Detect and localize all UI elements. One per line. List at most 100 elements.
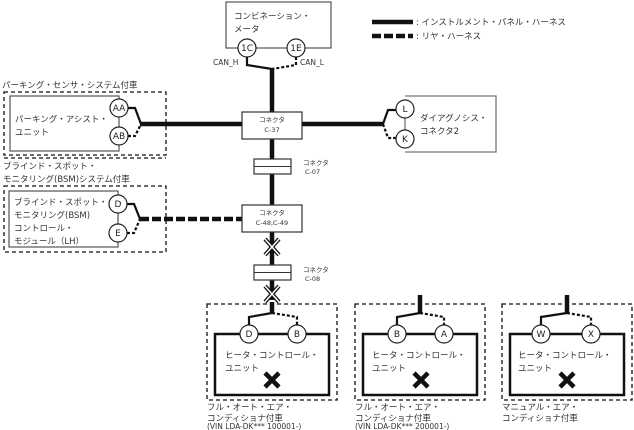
heater-1-caption-2: コンディショナ付車 (207, 413, 283, 424)
heater-3-caption-2: コンディショナ付車 (502, 413, 578, 424)
bsm-caption-1: ブラインド・スポット・ (3, 161, 97, 172)
can-h-label: CAN_H (213, 58, 238, 67)
heater-2-h-wire (395, 311, 421, 325)
pin-k-label: K (402, 135, 409, 145)
heater-1-pin-b (287, 324, 307, 344)
twisted-pair-mark-1 (263, 237, 281, 257)
connector-c48-box (241, 204, 303, 233)
heater-1-pin-a (239, 324, 259, 344)
bsm-caption-2: モニタリング(BSM)システム付車 (3, 174, 130, 185)
pin-l (395, 99, 415, 119)
heater-2-label-1: ヒータ・コントロール・ (372, 351, 466, 361)
diag-connector-box (405, 95, 497, 153)
diag-h-wire (381, 108, 396, 125)
bsm-l-wire (127, 218, 142, 235)
connector-c48-label-1: コネクタ (259, 208, 285, 217)
parking-sensor-option: パーキング・センサ・システム付車 パーキング・アシスト・ ユニット AA AB (2, 80, 242, 156)
heater-unit-1-box (213, 332, 331, 397)
heater-2-l-wire (419, 311, 446, 325)
bsm-unit-box (8, 190, 119, 248)
twisted-pair-mark-2 (263, 284, 281, 304)
pin-l-label: L (402, 105, 407, 115)
heater-2-caption-2: コンディショナ付車 (355, 413, 431, 424)
combination-meter: コンビネーション・ メータ 1C 1E CAN_H CAN_L (213, 1, 332, 71)
heater-unit-3: W X ヒータ・コントロール・ ユニット マニュアル・エア・ コンディショナ付車 (501, 295, 633, 424)
diag-label-1: ダイアグノシス・ (420, 113, 487, 124)
diagnosis-connector: L K ダイアグノシス・ コネクタ2 (302, 95, 497, 153)
pin-k (395, 129, 415, 149)
connector-c37-label-2: C-37 (264, 126, 279, 134)
connector-c48-c49: コネクタ C-48,C-49 (241, 204, 303, 233)
pin-e-bsm-label: E (115, 229, 121, 239)
connector-c07-label-2: C-07 (305, 168, 320, 176)
connector-c07-label-1: コネクタ (303, 158, 329, 167)
heater-2-pin-b-label: A (441, 330, 448, 340)
heater-2-pin-a (387, 324, 407, 344)
heater-2-label-2: ユニット (372, 364, 406, 374)
fault-x-icon (263, 371, 281, 389)
pin-aa-label: AA (113, 104, 126, 114)
connector-c08-label-2: C-08 (305, 275, 320, 283)
can-l-label: CAN_L (300, 58, 325, 67)
legend: : インストルメント・パネル・ハーネス : リヤ・ハーネス (372, 18, 566, 42)
heater-unit-2: B A ヒータ・コントロール・ ユニット フル・オート・エア・ コンディショナ付… (354, 295, 486, 430)
heater-2-caption-1: フル・オート・エア・ (355, 403, 440, 413)
diag-label-2: コネクタ2 (420, 127, 459, 137)
parking-assist-unit-box (9, 95, 120, 152)
heater-3-pin-a (531, 324, 551, 344)
connector-c37: コネクタ C-37 (241, 111, 303, 140)
combination-meter-label-1: コンビネーション・ (234, 12, 310, 22)
pin-d-bsm-label: D (115, 200, 122, 210)
connector-c08-label-1: コネクタ (303, 265, 329, 274)
pin-1e-label: 1E (290, 44, 302, 54)
bsm-unit-label-1: ブラインド・スポット・ (14, 197, 108, 208)
fault-x-icon (558, 371, 576, 389)
pin-ab-label: AB (113, 132, 125, 142)
heater-3-l-wire (566, 311, 593, 325)
parking-l-wire (128, 123, 142, 138)
bsm-option: ブラインド・スポット・ モニタリング(BSM)システム付車 ブラインド・スポット… (3, 157, 242, 253)
parking-h-wire (128, 106, 143, 125)
parking-unit-label-2: ユニット (15, 128, 49, 138)
heater-3-pin-b (581, 324, 601, 344)
heater-3-pin-b-label: X (588, 330, 594, 340)
heater-2-caption-3: (VIN LDA-DK*** 200001-) (355, 422, 449, 430)
can-l-wire (271, 57, 298, 71)
connector-c08: コネクタ C-08 (253, 264, 329, 283)
heater-3-label-2: ユニット (518, 364, 552, 374)
connector-c07: コネクタ C-07 (253, 158, 329, 176)
bsm-unit-label-3: コントロール・ (14, 224, 74, 234)
bsm-h-wire (127, 202, 142, 220)
connector-c37-label-1: コネクタ (259, 115, 285, 124)
heater-1-caption-1: フル・オート・エア・ (207, 403, 292, 413)
heater-1-pin-b-label: B (294, 330, 300, 340)
can-h-wire (245, 57, 273, 71)
bsm-unit-label-4: モジュール（LH） (14, 236, 84, 247)
heater-unit-2-box (361, 332, 479, 397)
legend-instrument-harness-label: : インストルメント・パネル・ハーネス (416, 18, 566, 28)
heater-3-h-wire (539, 311, 568, 325)
bsm-unit-label-2: モニタリング(BSM) (14, 210, 90, 221)
parking-option-frame (3, 91, 167, 156)
heater-3-label-1: ヒータ・コントロール・ (518, 351, 612, 361)
heater-1-pin-a-label: D (246, 330, 253, 340)
heater-1-caption-3: (VIN LDA-DK*** 100001-) (207, 422, 301, 430)
bsm-option-frame (3, 185, 167, 253)
parking-caption: パーキング・センサ・システム付車 (2, 80, 138, 91)
connector-c48-label-2: C-48,C-49 (256, 219, 288, 227)
heater-1-label-2: ユニット (225, 364, 259, 374)
fault-x-icon (412, 371, 430, 389)
combination-meter-label-2: メータ (234, 25, 260, 35)
heater-3-caption-1: マニュアル・エア・ (502, 403, 578, 413)
heater-1-h-wire (247, 311, 273, 325)
legend-rear-harness-label: : リヤ・ハーネス (416, 32, 481, 42)
heater-1-l-wire (271, 311, 299, 325)
heater-unit-3-box (508, 332, 626, 397)
heater-3-pin-a-label: W (537, 330, 546, 340)
heater-1-label-1: ヒータ・コントロール・ (225, 351, 319, 361)
heater-2-pin-a-label: B (394, 330, 400, 340)
pin-1c-label: 1C (241, 44, 253, 54)
heater-unit-1: D B ヒータ・コントロール・ ユニット フル・オート・エア・ コンディショナ付… (206, 302, 338, 430)
heater-2-pin-b (434, 324, 454, 344)
